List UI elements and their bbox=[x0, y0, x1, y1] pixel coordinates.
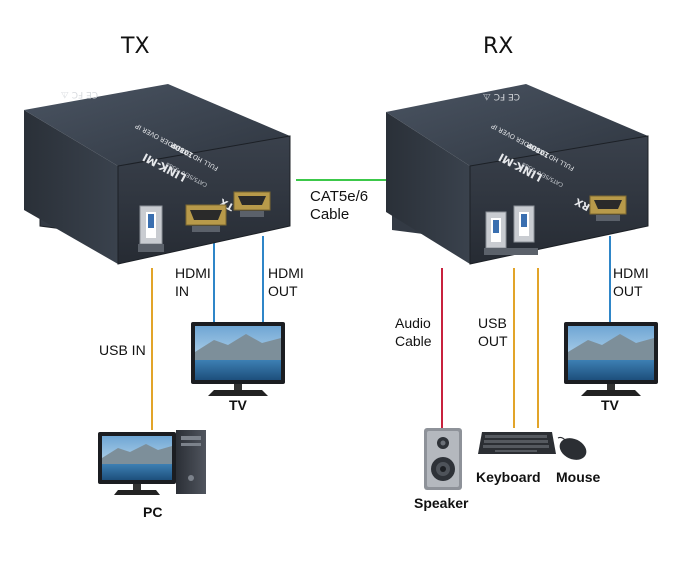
rx-device: LINK-MI FULL HD EXTENDER OVER IP 1080P C… bbox=[386, 84, 649, 265]
hdmi-out-rx-label: HDMI OUT bbox=[613, 265, 649, 299]
rx-usb-port-1 bbox=[485, 211, 507, 249]
tx-hdmi-in-port bbox=[185, 204, 227, 232]
usb-in-label: USB IN bbox=[99, 342, 146, 358]
keyboard-icon bbox=[478, 432, 556, 454]
audio-cable-label: Audio Cable bbox=[395, 315, 432, 349]
hdmi-in-label: HDMI IN bbox=[175, 265, 211, 299]
usb-out-label: USB OUT bbox=[478, 315, 508, 349]
tv-rx-label: TV bbox=[601, 397, 619, 413]
keyboard-label: Keyboard bbox=[476, 469, 541, 485]
tx-tv-icon bbox=[191, 322, 285, 396]
rx-usb-port-2 bbox=[513, 205, 535, 243]
speaker-label: Speaker bbox=[414, 495, 469, 511]
tx-usb-port bbox=[138, 205, 164, 252]
tv-tx-label: TV bbox=[229, 397, 247, 413]
tx-title: TX bbox=[121, 34, 150, 59]
rx-title: RX bbox=[483, 34, 514, 59]
hdmi-out-tx-label: HDMI OUT bbox=[268, 265, 304, 299]
pc-label: PC bbox=[143, 504, 163, 520]
rx-ce-mark: CE FC ⚠ bbox=[483, 91, 520, 101]
speaker-icon bbox=[424, 428, 462, 490]
rx-hdmi-out-port bbox=[589, 195, 627, 221]
rx-tv-icon bbox=[564, 322, 658, 396]
tx-ce-mark: CE FC ⚠ bbox=[61, 89, 98, 99]
pc-icon bbox=[98, 430, 206, 495]
cat-cable-label: CAT5e/6 Cable bbox=[310, 188, 369, 223]
tx-device: LINK-MI FULL HD EXTENDER OVER IP 1080P C… bbox=[24, 84, 291, 265]
mouse-icon bbox=[557, 436, 587, 460]
mouse-label: Mouse bbox=[556, 469, 601, 485]
tx-hdmi-out-port bbox=[233, 191, 271, 217]
connection-lines bbox=[151, 179, 611, 430]
